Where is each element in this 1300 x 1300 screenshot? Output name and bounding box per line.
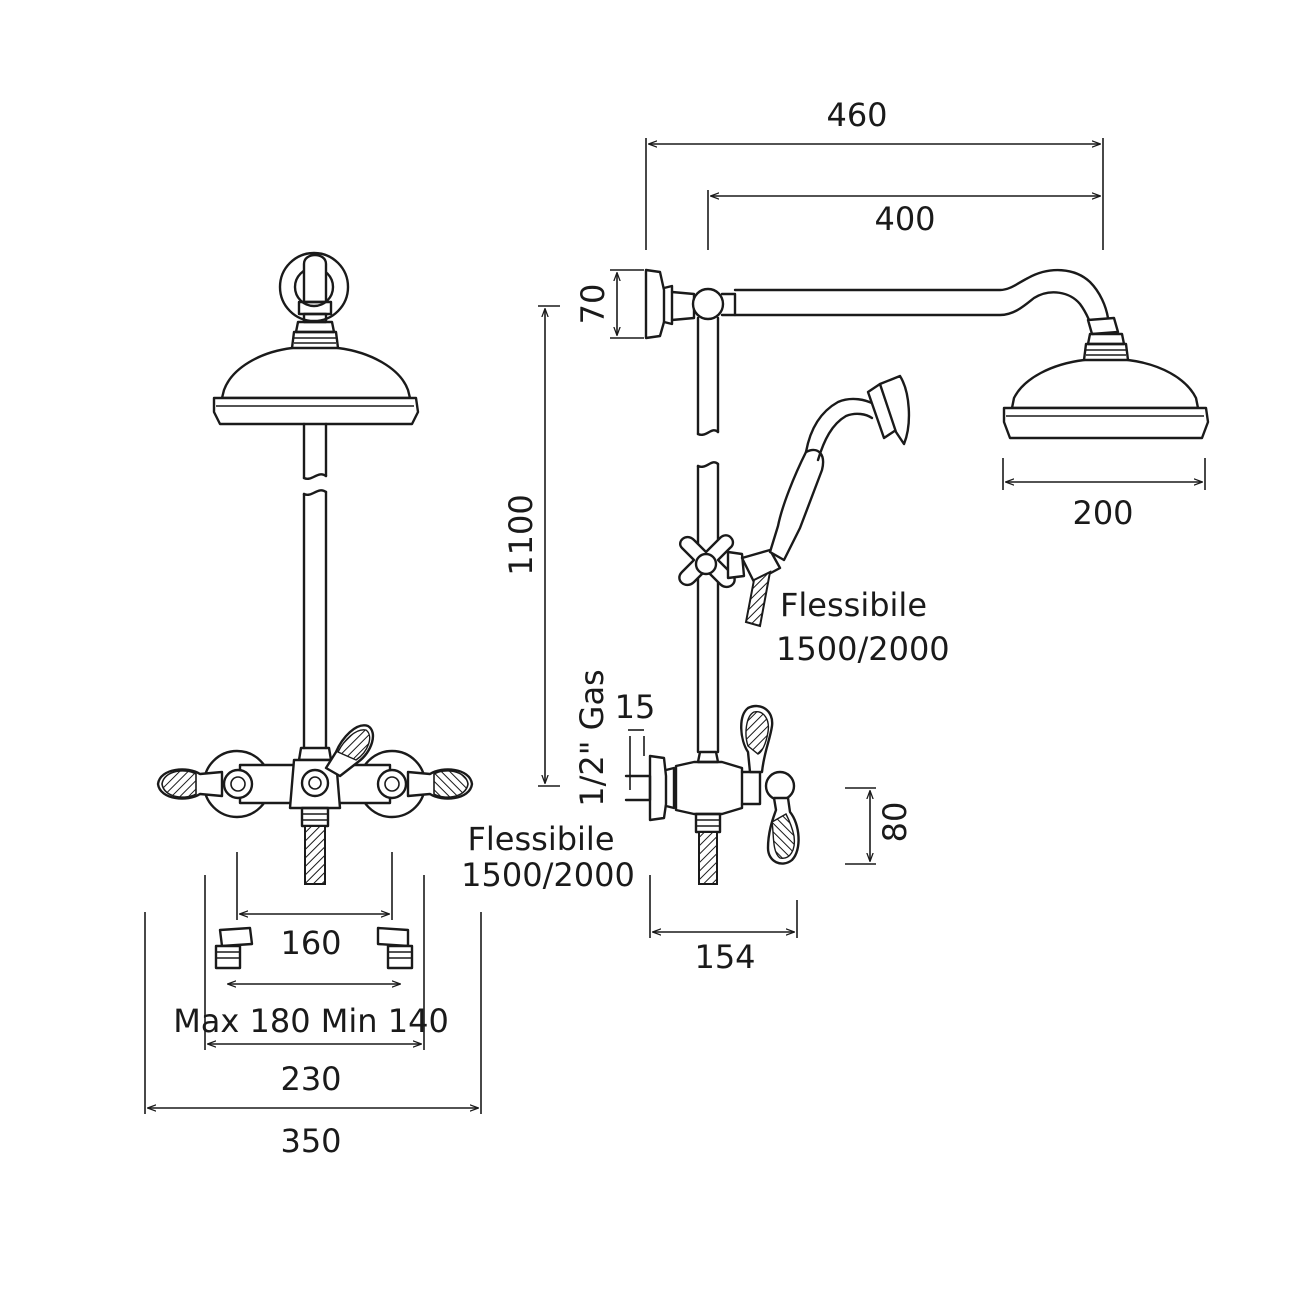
label-overall-width: 350 (280, 1122, 341, 1160)
front-eccentrics (214, 926, 414, 970)
front-view (144, 251, 482, 1114)
front-mixer (156, 724, 474, 885)
label-hose-left-length: 1500/2000 (461, 856, 635, 894)
label-arm-length: 400 (874, 200, 935, 238)
side-view (538, 138, 1210, 938)
front-dimensions (144, 852, 482, 1114)
label-hose-right-length: 1500/2000 (776, 630, 950, 668)
side-dimensions (538, 138, 1206, 938)
label-inlet-thread: 1/2" Gas (573, 669, 611, 806)
side-riser (696, 316, 720, 754)
label-eccentric-range: Max 180 Min 140 (173, 1002, 449, 1040)
side-shower-head (1002, 332, 1210, 440)
label-mixer-depth: 154 (694, 938, 755, 976)
label-mixer-width: 230 (280, 1060, 341, 1098)
label-hose-right: Flessibile (780, 586, 927, 624)
dimension-labels: 460 400 70 1100 200 Flessibile 1500/2000… (173, 96, 1133, 1160)
side-hand-shower (678, 374, 911, 628)
front-riser (297, 422, 333, 762)
label-lever-drop: 80 (876, 802, 914, 843)
label-overall-reach: 460 (826, 96, 887, 134)
side-mixer (624, 704, 800, 885)
label-inlet-depth: 15 (615, 688, 656, 726)
label-head-diameter: 200 (1072, 494, 1133, 532)
front-wall-bracket (278, 251, 350, 324)
label-wall-flange: 70 (574, 284, 612, 325)
front-shower-head (212, 320, 420, 426)
side-shower-arm (644, 268, 1120, 340)
label-centres: 160 (280, 924, 341, 962)
label-riser-height: 1100 (502, 494, 540, 575)
label-hose-left: Flessibile (468, 820, 615, 858)
